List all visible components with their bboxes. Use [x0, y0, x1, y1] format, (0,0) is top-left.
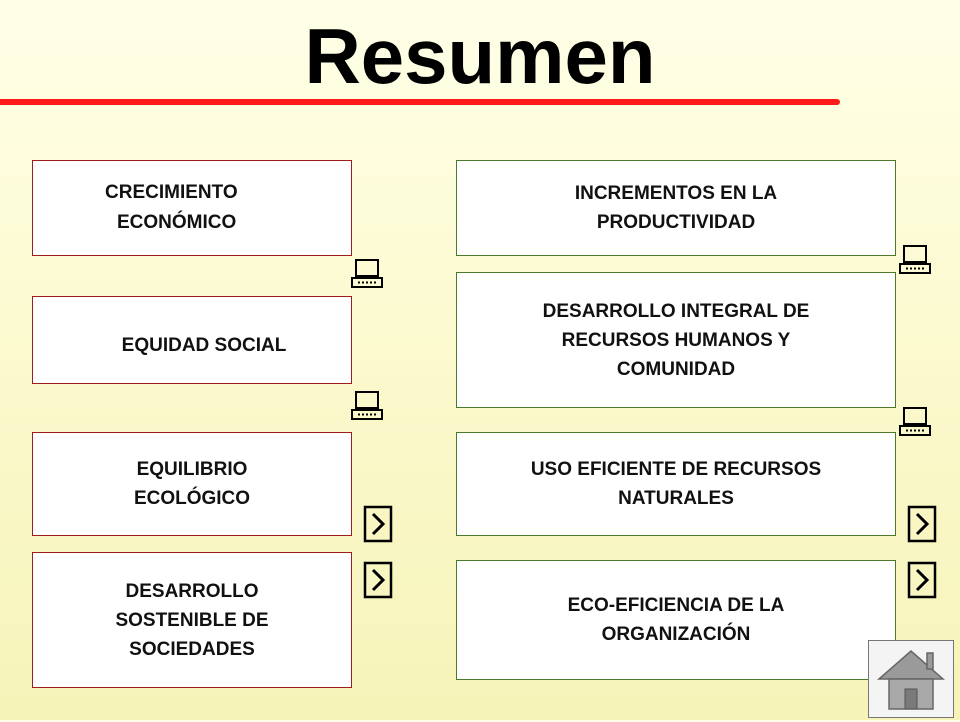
- box-desarrollo-sostenible: DESARROLLO SOSTENIBLE DE SOCIEDADES: [32, 552, 352, 688]
- box-desarrollo-integral: DESARROLLO INTEGRAL DE RECURSOS HUMANOS …: [456, 272, 896, 408]
- chevron-right-icon: [363, 561, 393, 599]
- home-button[interactable]: [868, 640, 954, 718]
- box-line: EQUIDAD SOCIAL: [121, 334, 287, 356]
- box-line: DESARROLLO: [125, 580, 259, 602]
- box-equilibrio-ecologico: EQUILIBRIO ECOLÓGICO: [32, 432, 352, 536]
- box-line: SOCIEDADES: [129, 638, 255, 660]
- box-line: CRECIMIENTO: [105, 182, 238, 203]
- home-icon: [877, 650, 945, 710]
- box-crecimiento-economico: CRECIMIENTO ECONÓMICO: [32, 160, 352, 256]
- box-uso-eficiente: USO EFICIENTE DE RECURSOS NATURALES: [456, 432, 896, 536]
- title-underline: [0, 99, 840, 105]
- box-incrementos-productividad: INCREMENTOS EN LA PRODUCTIVIDAD: [456, 160, 896, 256]
- chevron-right-icon: [907, 505, 937, 543]
- box-line: PRODUCTIVIDAD: [596, 212, 756, 233]
- box-line: COMUNIDAD: [616, 358, 736, 380]
- page-title: Resumen: [304, 12, 656, 100]
- box-line: ECOLÓGICO: [133, 488, 251, 509]
- box-line: ECO-EFICIENCIA DE LA: [567, 595, 785, 616]
- box-line: DESARROLLO INTEGRAL DE: [542, 300, 810, 322]
- box-line: ECONÓMICO: [117, 212, 237, 233]
- computer-icon: [899, 245, 931, 274]
- box-line: INCREMENTOS EN LA: [574, 183, 778, 204]
- chevron-right-icon: [363, 505, 393, 543]
- box-line: USO EFICIENTE DE RECURSOS: [530, 459, 822, 480]
- box-line: ORGANIZACIÓN: [601, 624, 751, 645]
- computer-icon: [899, 407, 931, 436]
- box-line: NATURALES: [618, 488, 734, 509]
- box-line: SOSTENIBLE DE: [115, 609, 269, 631]
- computer-icon: [351, 391, 383, 420]
- box-equidad-social: EQUIDAD SOCIAL: [32, 296, 352, 384]
- box-line: EQUILIBRIO: [136, 459, 248, 480]
- box-line: RECURSOS HUMANOS Y: [561, 329, 791, 351]
- computer-icon: [351, 259, 383, 288]
- chevron-right-icon: [907, 561, 937, 599]
- box-eco-eficiencia: ECO-EFICIENCIA DE LA ORGANIZACIÓN: [456, 560, 896, 680]
